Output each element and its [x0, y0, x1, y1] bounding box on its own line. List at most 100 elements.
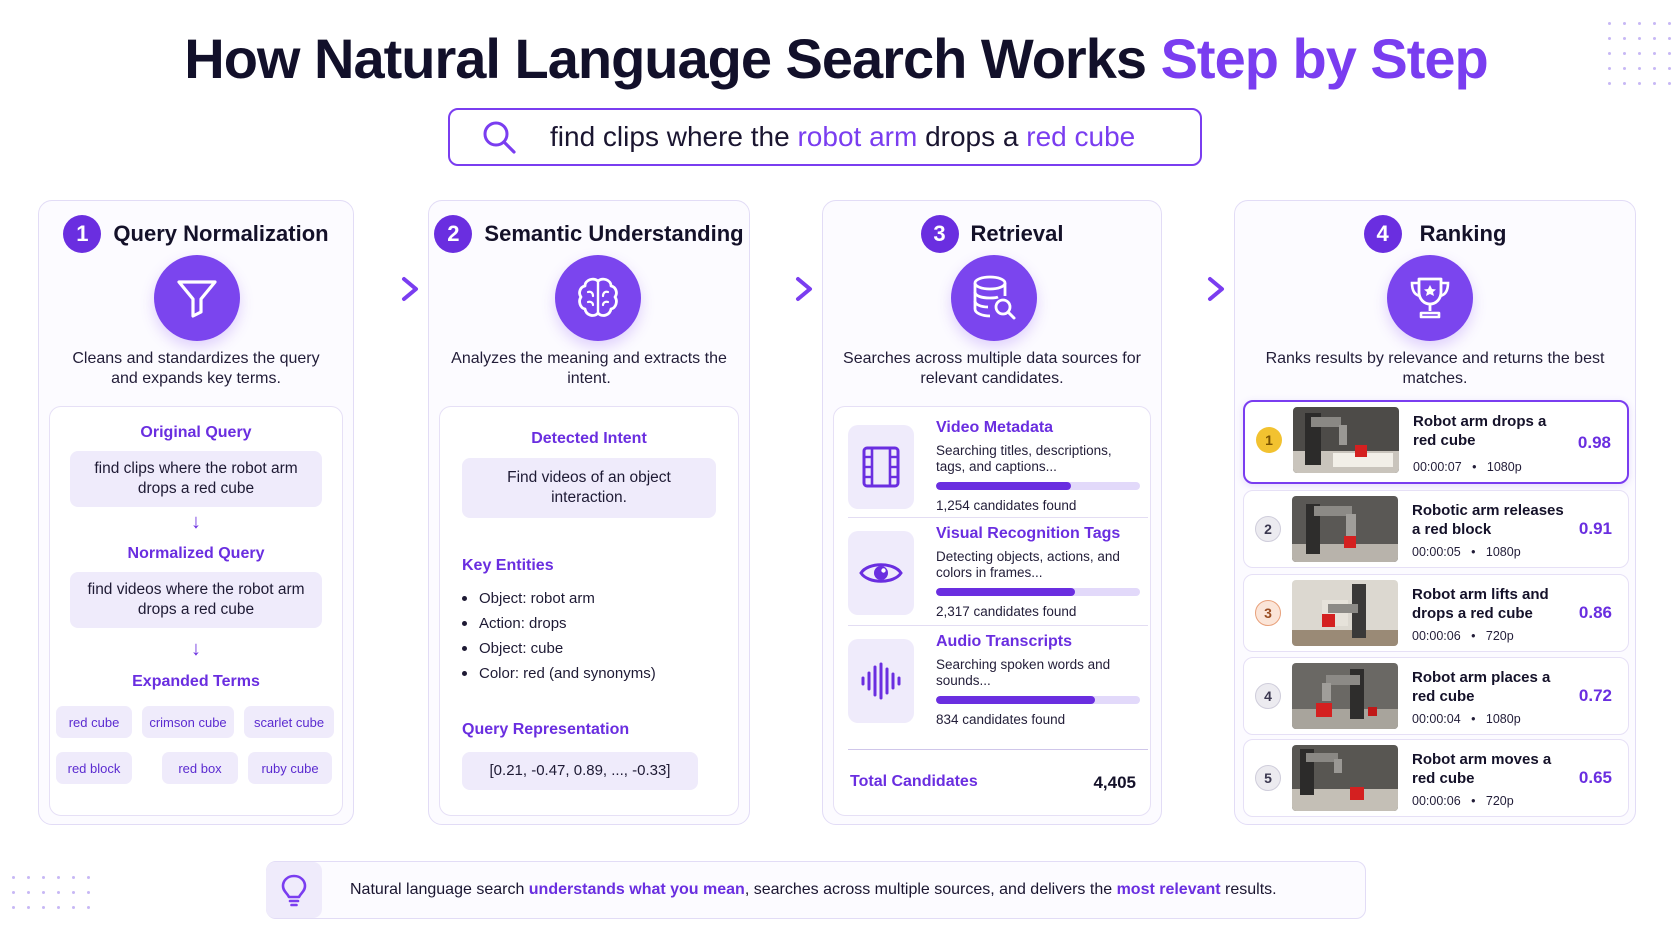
- step-number-badge: 1: [63, 215, 102, 253]
- summary-segment: , searches across multiple sources, and …: [744, 881, 1117, 898]
- summary-text: Natural language search understands what…: [350, 881, 1277, 899]
- arrow-down-icon: ↓: [191, 638, 201, 660]
- summary-segment: Natural language search: [350, 881, 529, 898]
- summary-highlight: understands what you mean: [528, 881, 745, 898]
- step-description: Ranks results by relevance and returns t…: [1265, 350, 1605, 387]
- step-card-retrieval: 3 Retrieval Searches across multiple dat…: [822, 200, 1162, 825]
- search-icon: [483, 121, 516, 154]
- summary-segment: results.: [1220, 881, 1277, 898]
- result-meta: 00:00:07 • 1080p: [1413, 460, 1522, 474]
- progress-bar: [936, 588, 1140, 596]
- entity-item: Object: cube: [462, 636, 656, 661]
- ranked-result-row[interactable]: 5 Robot arm moves a red cube 00:00:06 • …: [1243, 739, 1629, 817]
- divider: [848, 625, 1148, 626]
- progress-fill: [936, 696, 1096, 704]
- ranked-result-row[interactable]: 2 Robotic arm releases a red block 00:00…: [1243, 490, 1629, 568]
- video-thumbnail: [1292, 496, 1398, 562]
- entity-item: Action: drops: [462, 611, 656, 636]
- expanded-term-chip: crimson cube: [142, 706, 234, 738]
- film-icon: [848, 425, 914, 509]
- relevance-score: 0.72: [1578, 686, 1612, 705]
- source-title: Video Metadata: [936, 419, 1054, 436]
- step-description: Cleans and standardizes the query and ex…: [72, 350, 320, 387]
- progress-fill: [936, 588, 1075, 596]
- entity-item: Object: robot arm: [462, 586, 656, 611]
- brain-icon: [555, 255, 641, 341]
- expanded-term-chip: ruby cube: [248, 752, 332, 784]
- result-meta: 00:00:06 • 720p: [1412, 794, 1514, 808]
- detected-intent-label: Detected Intent: [531, 430, 647, 447]
- step-title: Semantic Understanding: [484, 221, 744, 246]
- candidate-count: 1,254 candidates found: [936, 498, 1077, 513]
- decorative-dot-grid: [1608, 22, 1671, 85]
- semantic-analysis-panel: Detected Intent Find videos of an object…: [439, 406, 739, 816]
- result-resolution: 1080p: [1485, 545, 1521, 559]
- query-text: find clips where the: [550, 121, 798, 152]
- result-title: Robotic arm releases a red block: [1412, 502, 1564, 538]
- result-resolution: 1080p: [1486, 460, 1522, 474]
- divider: [848, 749, 1148, 750]
- bronze-medal-icon: 3: [1255, 600, 1281, 626]
- ranked-result-row[interactable]: 1 Robot arm drops a red cube 00:00:07 • …: [1243, 400, 1629, 484]
- step-number-badge: 3: [920, 215, 959, 253]
- summary-highlight: most relevant: [1116, 881, 1221, 898]
- ranked-result-row[interactable]: 4 Robot arm places a red cube 00:00:04 •…: [1243, 657, 1629, 735]
- step-description: Analyzes the meaning and extracts the in…: [451, 350, 727, 387]
- rank-number: 2: [1264, 521, 1272, 537]
- source-visual-recognition: Visual Recognition Tags Detecting object…: [848, 525, 1148, 633]
- source-video-metadata: Video Metadata Searching titles, descrip…: [848, 419, 1148, 527]
- step-title: Ranking: [1419, 221, 1507, 246]
- arrow-down-icon: ↓: [191, 511, 201, 533]
- result-duration: 00:00:06: [1412, 629, 1461, 643]
- ranked-result-row[interactable]: 3 Robot arm lifts and drops a red cube 0…: [1243, 574, 1629, 652]
- detected-intent-box: Find videos of an object interaction.: [462, 458, 716, 518]
- source-description: Searching titles, descriptions, tags, an…: [936, 443, 1112, 474]
- example-search-bar: find clips where the robot arm drops a r…: [448, 108, 1202, 166]
- progress-bar: [936, 482, 1140, 490]
- result-meta: 00:00:05 • 1080p: [1412, 545, 1521, 559]
- database-search-icon: [951, 255, 1037, 341]
- step-header: 3 Retrieval: [823, 215, 1161, 253]
- step-card-semantic-understanding: 2 Semantic Understanding Analyzes the me…: [428, 200, 750, 825]
- expanded-term-chip: red cube: [56, 706, 132, 738]
- expanded-terms-label: Expanded Terms: [132, 673, 260, 690]
- trophy-icon: [1387, 255, 1473, 341]
- result-resolution: 1080p: [1485, 712, 1521, 726]
- result-title: Robot arm drops a red cube: [1413, 413, 1547, 449]
- result-title: Robot arm moves a red cube: [1412, 751, 1552, 787]
- result-resolution: 720p: [1485, 629, 1514, 643]
- lightbulb-icon: [266, 862, 322, 918]
- relevance-score: 0.65: [1578, 768, 1612, 787]
- rank-badge: 2: [1255, 516, 1281, 542]
- result-meta: 00:00:04 • 1080p: [1412, 712, 1521, 726]
- rank-number: 5: [1264, 770, 1272, 786]
- rank-number: 1: [1265, 432, 1273, 448]
- source-description: Detecting objects, actions, and colors i…: [936, 549, 1120, 580]
- relevance-score: 0.86: [1578, 603, 1612, 622]
- example-query: find clips where the robot arm drops a r…: [550, 121, 1135, 153]
- step-title: Query Normalization: [113, 221, 329, 246]
- result-duration: 00:00:05: [1412, 545, 1461, 559]
- summary-banner: Natural language search understands what…: [266, 861, 1366, 919]
- step-title: Retrieval: [970, 221, 1064, 246]
- retrieval-sources-panel: Video Metadata Searching titles, descrip…: [833, 406, 1151, 816]
- soundwave-icon: [848, 639, 914, 723]
- total-candidates-label: Total Candidates: [850, 773, 978, 790]
- query-text: drops a: [917, 121, 1027, 152]
- query-vector-box: [0.21, -0.47, 0.89, ..., -0.33]: [462, 752, 698, 790]
- result-resolution: 720p: [1485, 794, 1514, 808]
- flow-arrow-icon: [1162, 277, 1224, 301]
- rank-number: 3: [1264, 605, 1272, 621]
- original-query-box: find clips where the robot arm drops a r…: [70, 451, 322, 507]
- step-header: 4 Ranking: [1235, 215, 1635, 253]
- result-title: Robot arm lifts and drops a red cube: [1412, 586, 1549, 622]
- divider: [848, 517, 1148, 518]
- step-header: 1 Query Normalization: [39, 215, 353, 253]
- video-thumbnail: [1292, 745, 1398, 811]
- query-normalization-panel: Original Query find clips where the robo…: [49, 406, 343, 816]
- normalized-query-label: Normalized Query: [127, 545, 265, 562]
- candidate-count: 2,317 candidates found: [936, 604, 1077, 619]
- flow-arrow-icon: [750, 277, 812, 301]
- rank-number: 4: [1264, 688, 1272, 704]
- result-duration: 00:00:07: [1413, 460, 1462, 474]
